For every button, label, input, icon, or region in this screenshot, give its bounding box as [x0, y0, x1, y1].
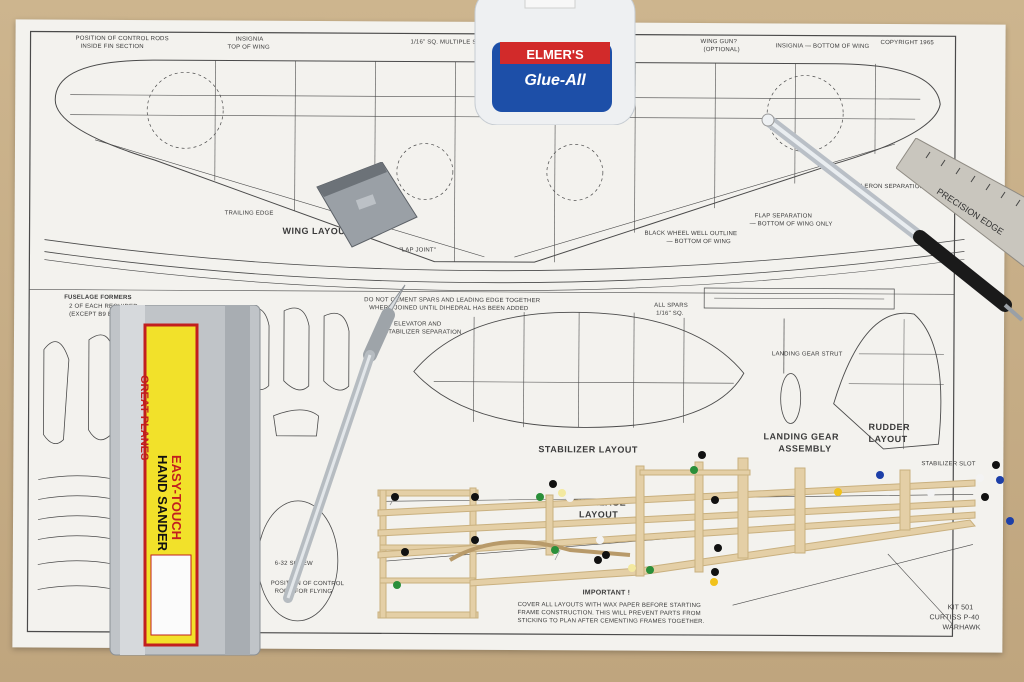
- mechanical-pencil: [761, 113, 1024, 322]
- glue-brand: ELMER'S: [526, 47, 584, 62]
- steel-ruler: PRECISION EDGE: [896, 138, 1024, 268]
- glue-bottle: ELMER'S Glue-All: [474, 0, 636, 125]
- razor-blade: [316, 162, 418, 248]
- sander-name-1: EASY-TOUCH: [169, 455, 184, 540]
- hobby-knife: [283, 284, 406, 603]
- sander-brand: GREAT PLANES: [138, 375, 150, 461]
- hand-sander: GREAT PLANES EASY-TOUCH HAND SANDER: [105, 304, 265, 660]
- glue-product: Glue-All: [524, 72, 586, 89]
- sander-name-2: HAND SANDER: [155, 455, 170, 552]
